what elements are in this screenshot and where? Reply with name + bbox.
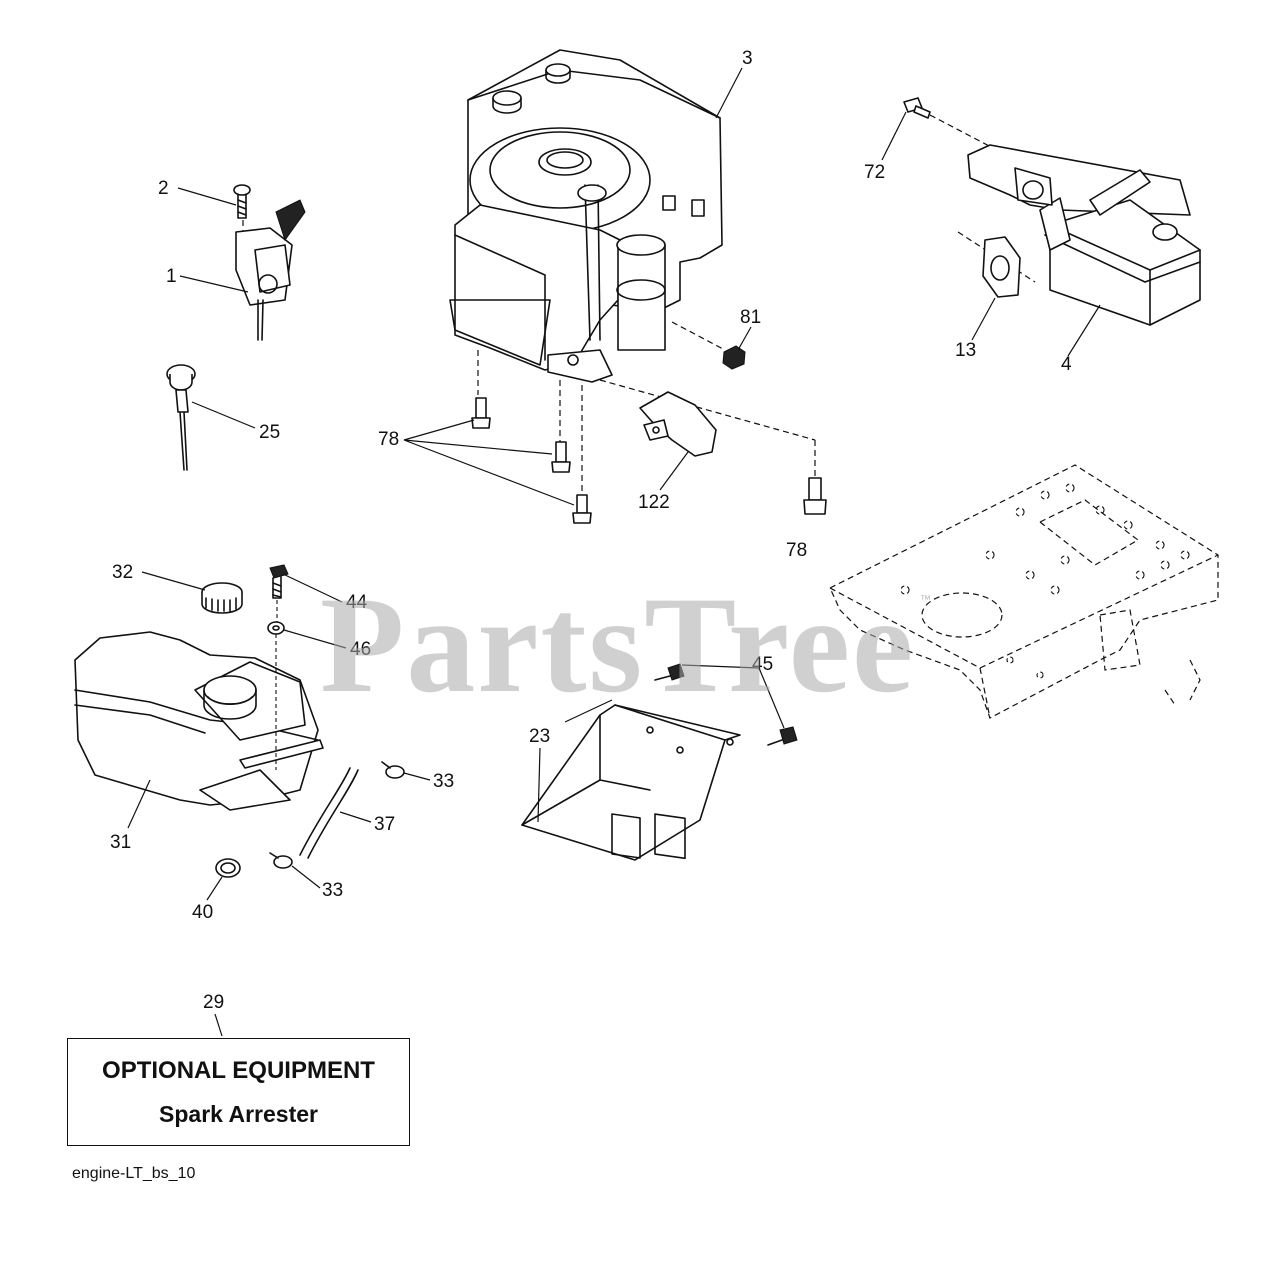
fuel-tank-part-31[interactable] bbox=[74, 631, 324, 811]
bolt-part-78-d[interactable] bbox=[803, 477, 827, 515]
engine-part-3[interactable] bbox=[449, 49, 723, 383]
optional-equipment-title: OPTIONAL EQUIPMENT bbox=[102, 1057, 375, 1084]
callout-23: 23 bbox=[529, 726, 550, 747]
callout-1: 1 bbox=[166, 266, 177, 287]
bolt-part-78-b[interactable] bbox=[551, 441, 571, 473]
optional-equipment-box[interactable]: OPTIONAL EQUIPMENT Spark Arrester bbox=[67, 1038, 410, 1146]
screw-part-2[interactable] bbox=[233, 184, 251, 219]
figure-reference: engine-LT_bs_10 bbox=[72, 1165, 196, 1182]
heat-shield-part-23[interactable] bbox=[521, 704, 741, 861]
callout-31: 31 bbox=[110, 832, 131, 853]
callout-40: 40 bbox=[192, 902, 213, 923]
bolt-part-78-a[interactable] bbox=[471, 397, 491, 429]
gasket-part-13[interactable] bbox=[982, 236, 1021, 298]
trademark-symbol: ™ bbox=[920, 594, 931, 606]
callout-37: 37 bbox=[374, 814, 395, 835]
nut-part-81[interactable] bbox=[722, 345, 746, 370]
callout-33-lower: 33 bbox=[322, 880, 343, 901]
callout-3: 3 bbox=[742, 48, 753, 69]
callout-33-upper: 33 bbox=[433, 771, 454, 792]
screw-part-44[interactable] bbox=[269, 564, 289, 599]
fuel-line-part-37[interactable] bbox=[299, 767, 359, 859]
fuel-cap-part-32[interactable] bbox=[201, 582, 243, 614]
callout-81: 81 bbox=[740, 307, 761, 328]
muffler-part-4[interactable] bbox=[967, 144, 1201, 326]
clamp-part-33-a[interactable] bbox=[381, 761, 405, 779]
throttle-control-part-1[interactable] bbox=[235, 199, 306, 341]
bracket-part-122[interactable] bbox=[639, 391, 717, 457]
callout-45: 45 bbox=[752, 654, 773, 675]
callout-78-right: 78 bbox=[786, 540, 807, 561]
bolt-part-78-c[interactable] bbox=[572, 494, 592, 524]
callout-13: 13 bbox=[955, 340, 976, 361]
partstree-watermark: PartsTree bbox=[320, 568, 916, 721]
callout-2: 2 bbox=[158, 178, 169, 199]
dipstick-part-25[interactable] bbox=[166, 364, 196, 471]
washer-part-46[interactable] bbox=[267, 621, 285, 635]
callout-32: 32 bbox=[112, 562, 133, 583]
screw-part-45-b[interactable] bbox=[767, 726, 798, 746]
screw-part-45-a[interactable] bbox=[654, 663, 685, 681]
callout-4: 4 bbox=[1061, 354, 1072, 375]
bolt-part-72[interactable] bbox=[903, 97, 931, 119]
frame-reference bbox=[829, 464, 1219, 719]
callout-25: 25 bbox=[259, 422, 280, 443]
callout-44: 44 bbox=[346, 592, 368, 613]
callout-46: 46 bbox=[350, 639, 371, 660]
callout-122: 122 bbox=[638, 492, 670, 513]
spark-arrester-label: Spark Arrester bbox=[159, 1101, 318, 1127]
clamp-part-33-b[interactable] bbox=[269, 852, 293, 869]
callout-78-left: 78 bbox=[378, 429, 399, 450]
callout-72: 72 bbox=[864, 162, 885, 183]
grommet-part-40[interactable] bbox=[215, 858, 241, 878]
callout-29: 29 bbox=[203, 992, 224, 1013]
